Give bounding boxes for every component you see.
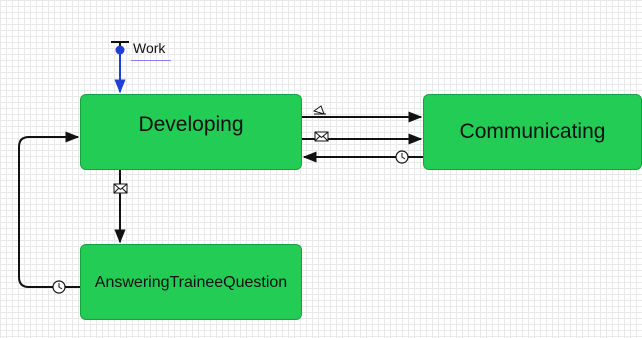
state-answering-trainee-question[interactable]: AnsweringTraineeQuestion: [80, 244, 302, 320]
transition-developing-to-communicating-message[interactable]: [302, 131, 423, 145]
entry-point-label-underline: [131, 60, 171, 61]
transition-answering-to-developing-timeout[interactable]: [18, 131, 80, 294]
message-icon: [113, 183, 128, 194]
state-label: Communicating: [459, 120, 606, 143]
timeout-clock-icon: [52, 280, 66, 294]
state-label: Developing: [138, 113, 244, 136]
entry-point-dot-icon: [115, 45, 125, 55]
entry-point-work[interactable]: [111, 41, 129, 94]
message-icon: [314, 131, 329, 142]
timeout-clock-icon: [395, 150, 409, 164]
condition-icon: [312, 105, 326, 115]
transition-communicating-to-developing-timeout[interactable]: [302, 150, 423, 164]
state-developing[interactable]: Developing: [80, 94, 302, 170]
state-communicating[interactable]: Communicating: [423, 94, 642, 170]
state-label: AnsweringTraineeQuestion: [94, 274, 288, 291]
transition-developing-to-communicating-condition[interactable]: [302, 105, 423, 123]
transition-developing-to-answering-message[interactable]: [113, 170, 128, 244]
entry-point-label[interactable]: Work: [133, 40, 166, 56]
